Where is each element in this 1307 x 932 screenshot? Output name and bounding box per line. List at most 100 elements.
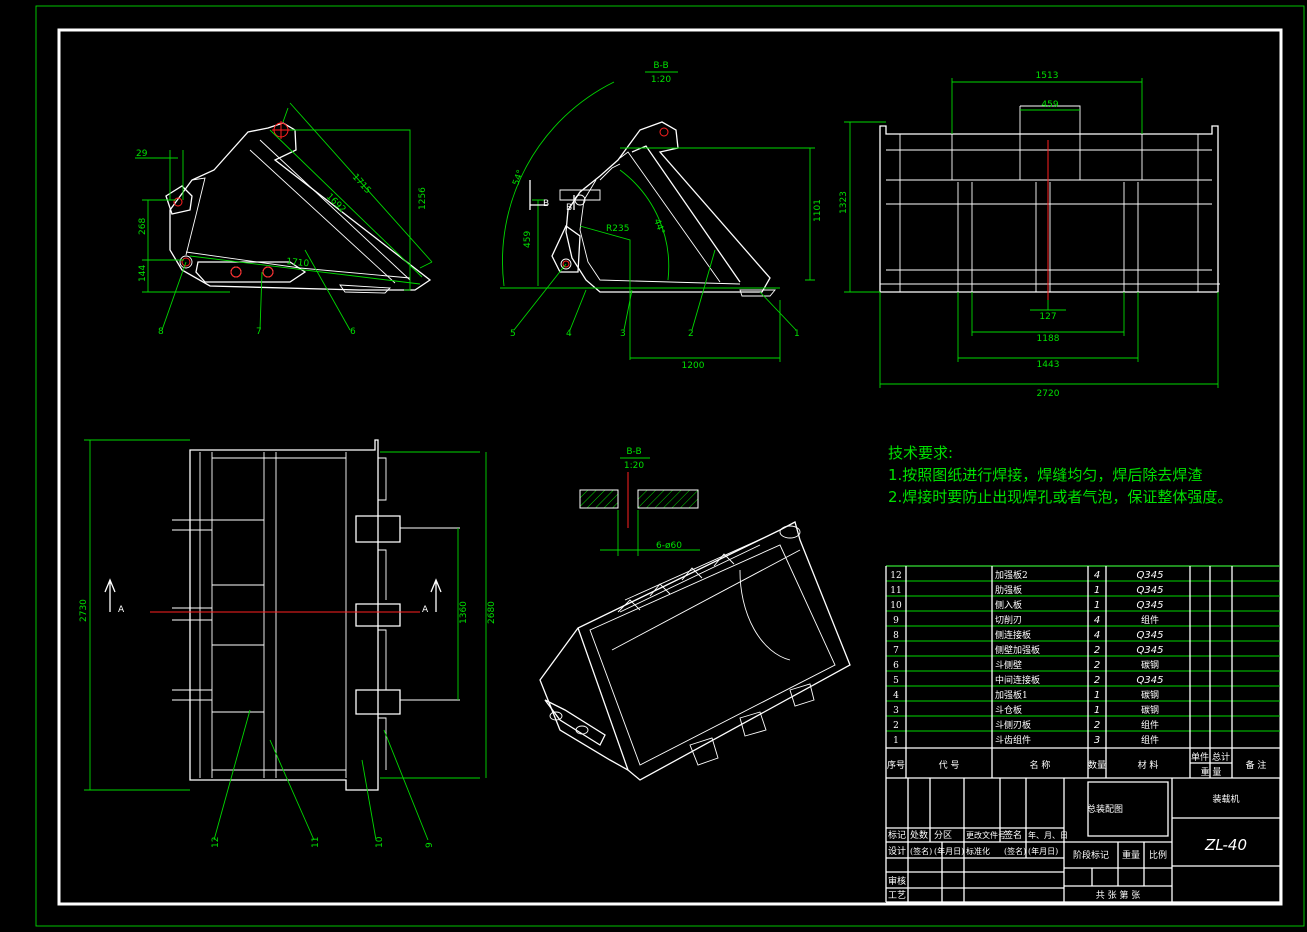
bom-row-12-no: 12 [890,571,901,581]
tb-product: 装载机 [1212,793,1239,805]
bom-header-no: 序号 [887,759,905,771]
bom-header: 序号 代 号 名 称 数量 材 料 单件 总计 重 量 备 注 [887,751,1266,778]
bom-row-3-qty: 1 [1094,705,1100,716]
bom-row-9-no: 9 [893,616,899,626]
bom-row-5-name: 中间连接板 [995,674,1040,686]
section-part-1: 1 [794,329,800,339]
side-dim-268: 268 [138,218,148,235]
bom-row-12-name: 加强板2 [995,569,1028,581]
bom-rows: 12 加强板2 4 Q345 11 肋强板 1 Q345 10 侧入板 1 Q3… [890,569,1163,746]
detail-scale: 1:20 [624,461,644,471]
section-part-2: 2 [688,329,694,339]
bom-row-9-mat: 组件 [1141,614,1159,626]
top-part-9: 9 [425,842,435,848]
tech-item-2: 2.焊接时要防止出现焊孔或者气泡，保证整体强度。 [888,488,1232,506]
bom-row-3-mat: 碳钢 [1141,704,1159,716]
bom-row-4-name: 加强板1 [995,689,1028,701]
bom-row-8-name: 侧连接板 [995,629,1031,641]
tech-item-1: 1.按照图纸进行焊接，焊缝均匀，焊后除去焊渣 [888,466,1202,484]
section-title: B-B [653,61,668,71]
bom-table: 12 加强板2 4 Q345 11 肋强板 1 Q345 10 侧入板 1 Q3… [885,565,1280,902]
tb-review: 审核 [888,875,906,887]
tb-stage: 阶段标记 [1073,849,1109,861]
bom-row-12-qty: 4 [1094,570,1100,581]
side-dim-1710: 1710 [286,257,310,269]
tb-label-design: 设计 [888,845,906,857]
section-part-5: 5 [510,329,516,339]
bom-row-12-mat: Q345 [1137,570,1164,581]
tb-drawing-name: 总装配图 [1087,803,1123,815]
bom-row-8-mat: Q345 [1137,630,1164,641]
side-dim-144: 144 [138,265,148,282]
section-dim-1200: 1200 [682,361,705,371]
tb-weight: 重量 [1122,849,1140,861]
tb-label-sign: 签名 [1004,829,1022,841]
front-dim-459: 459 [1041,100,1058,110]
bom-header-note: 备 注 [1246,759,1267,771]
bom-row-5-qty: 2 [1094,675,1100,686]
tech-requirements: 技术要求: 1.按照图纸进行焊接，焊缝均匀，焊后除去焊渣 2.焊接时要防止出现焊… [888,444,1232,506]
bom-row-2-qty: 2 [1094,720,1100,731]
bom-row-7-no: 7 [893,646,899,656]
tb-label-design-sign: (签名) [910,846,932,856]
top-marker-a-right: A [422,605,429,615]
top-dim-1360: 1360 [459,601,469,624]
bom-row-7-name: 侧壁加强板 [995,644,1040,656]
front-dim-1323: 1323 [839,191,849,214]
drawing-frame [57,28,1283,906]
bom-row-2-no: 2 [893,721,899,731]
front-dim-1188: 1188 [1037,334,1060,344]
bom-row-4-qty: 1 [1094,690,1100,701]
tb-scale: 比例 [1149,849,1167,861]
tb-label-standard-date: (年月日) [1028,846,1058,856]
section-dim-459: 459 [523,231,533,248]
bom-row-6-no: 6 [893,661,899,671]
top-dim-2680: 2680 [487,601,497,624]
tb-model: ZL-40 [1204,836,1247,854]
side-part-7: 7 [256,327,262,337]
bom-header-unit: 单件 [1191,751,1209,763]
bom-row-1-name: 斗齿组件 [995,734,1031,746]
bom-row-11-mat: Q345 [1137,585,1164,596]
bom-row-7-mat: Q345 [1137,645,1164,656]
section-part-4: 4 [566,329,572,339]
tb-label-count: 处数 [910,829,928,841]
detail-view: B-B 1:20 6-ø60 [579,447,700,556]
bom-row-3-name: 斗仓板 [995,704,1022,716]
bom-row-11-qty: 1 [1094,585,1100,596]
section-part-3: 3 [620,329,626,339]
tb-label-zone: 分区 [934,830,952,841]
top-part-11: 11 [311,837,321,848]
top-part-10: 10 [375,836,385,848]
bom-row-7-qty: 2 [1094,645,1100,656]
section-dim-44deg: 44° [651,218,666,236]
top-dim-2730: 2730 [79,599,89,622]
bom-row-2-mat: 组件 [1141,719,1159,731]
side-part-6: 6 [350,327,356,337]
tb-label-change: 更改文件号 [966,830,1006,840]
bom-row-2-name: 斗侧刃板 [995,719,1031,731]
detail-title: B-B [626,447,641,457]
tb-label-mark: 标记 [888,829,906,841]
bom-row-6-qty: 2 [1094,660,1100,671]
bom-header-total: 总计 [1212,751,1230,763]
bom-header-code: 代 号 [939,760,960,771]
bom-row-3-no: 3 [893,706,899,716]
bom-row-9-name: 切削刃 [995,614,1022,626]
top-part-12: 12 [211,837,221,848]
bom-row-10-name: 侧入板 [995,599,1022,611]
bom-row-6-name: 斗侧壁 [995,659,1022,671]
title-block: 总装配图 装载机 ZL-40 标记 处数 分区 更改文件号 签名 年、月、日 设… [886,778,1281,903]
bom-row-11-no: 11 [890,586,901,596]
bom-header-weight: 重 量 [1201,766,1222,778]
bom-row-10-no: 10 [890,601,902,611]
bom-row-8-qty: 4 [1094,630,1100,641]
bom-row-5-mat: Q345 [1137,675,1164,686]
section-dim-1101: 1101 [813,199,823,222]
tb-sheets: 共 张 第 张 [1096,889,1141,901]
front-dim-127: 127 [1039,312,1056,322]
tb-process: 工艺 [888,890,906,901]
bom-row-4-no: 4 [893,691,899,701]
top-marker-a-left: A [118,605,125,615]
